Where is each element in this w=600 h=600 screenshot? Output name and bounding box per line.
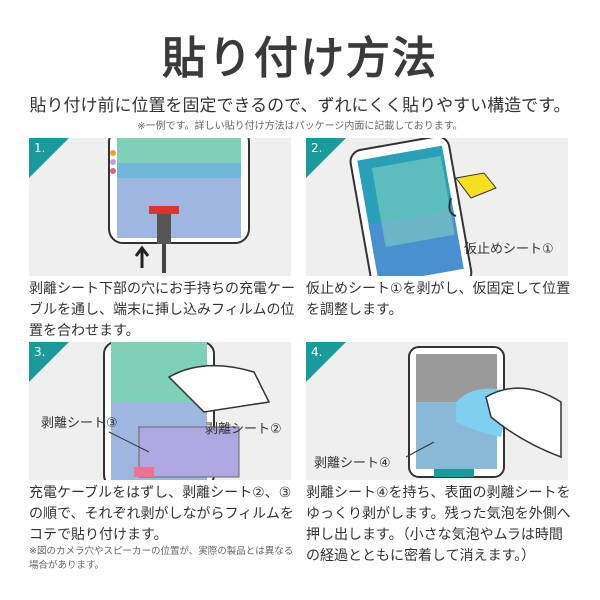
temporary-sheet-label: 仮止めシート① (464, 242, 554, 257)
step-1-description: 剥離シート下部の穴にお手持ちの充電ケーブルを通し、端末に挿し込みフィルムの位置を… (29, 281, 295, 339)
step-1-illustration: 1. (29, 138, 291, 276)
step-4-illustration: 剥離シート④ 4. (306, 342, 568, 480)
step-4-description: 剥離シート④を持ち、表面の剥離シートをゆっくり剥がします。残った気泡を外側へ押し… (306, 485, 571, 564)
step-badge (29, 342, 69, 382)
release-sheet-4-label: 剥離シート④ (314, 456, 391, 471)
step-badge (306, 138, 346, 178)
step-number: 2. (311, 141, 323, 155)
release-sheet-3-label: 剥離シート③ (41, 416, 118, 431)
step-number: 4. (311, 345, 323, 359)
phone-cable-illustration (108, 138, 250, 273)
step-number: 3. (34, 345, 46, 359)
step-number: 1. (34, 141, 46, 155)
step-3-footnote: ※図のカメラ穴やスピーカーの位置が、実際の製品とは異なる場合があります。 (29, 546, 294, 571)
note-text: ※一例です。詳しい貼り付け方法はパッケージ内面に記載しております。 (137, 121, 463, 132)
step-2-description: 仮止めシート①を剥がし、仮固定して位置を調整します。 (306, 281, 571, 318)
page-title: 貼り付け方法 (162, 33, 438, 84)
release-sheet-2-label: 剥離シート② (205, 422, 282, 437)
remove-sheet-illustration (405, 346, 562, 478)
lead-text: 貼り付け前に位置を固定できるので、ずれにくく貼りやすい構造です。 (29, 96, 571, 116)
step-3-illustration: 剥離シート③ 剥離シート② 3. (29, 342, 291, 480)
step-2-illustration: 仮止めシート① 2. (306, 138, 568, 276)
step-badge (29, 138, 69, 178)
step-3-description: 充電ケーブルをはずし、剥離シート②、③の順で、それぞれ剥がしながらフィルムをコテ… (29, 485, 294, 543)
phone-tab-illustration (349, 138, 497, 276)
step-badge (306, 342, 346, 382)
peel-sheets-illustration (103, 342, 271, 480)
